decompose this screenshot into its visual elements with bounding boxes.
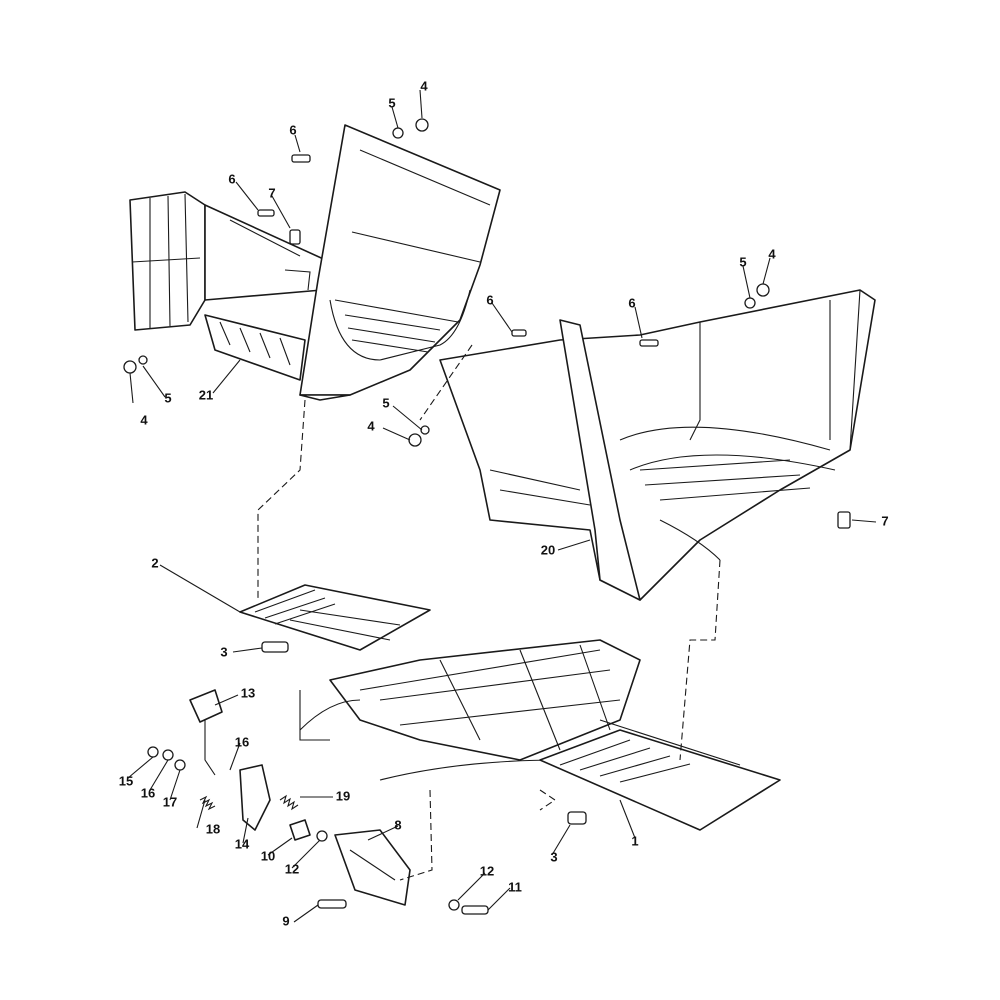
callout-15: 15 <box>119 773 133 788</box>
callout-4-left: 4 <box>140 412 148 427</box>
callout-5-top: 5 <box>388 95 395 110</box>
callout-12-left: 12 <box>285 861 299 876</box>
callout-19: 19 <box>336 788 350 803</box>
callout-16-right: 16 <box>235 734 249 749</box>
callout-7-left: 7 <box>268 185 275 200</box>
callout-6-mid: 6 <box>486 292 493 307</box>
callout-17: 17 <box>163 794 177 809</box>
foot-board-left <box>239 584 431 651</box>
callout-2: 2 <box>151 555 158 570</box>
callout-20: 20 <box>541 542 555 557</box>
callout-5-right: 5 <box>739 254 746 269</box>
callout-14: 14 <box>235 836 250 851</box>
callout-10: 10 <box>261 848 275 863</box>
vehicle-frame <box>299 639 641 781</box>
callout-6-top: 6 <box>289 122 296 137</box>
callout-6-left: 6 <box>228 171 235 186</box>
callout-4-right: 4 <box>768 246 776 261</box>
callout-16-left: 16 <box>141 785 155 800</box>
callout-1: 1 <box>631 833 638 848</box>
callout-8: 8 <box>394 817 401 832</box>
callout-4-top: 4 <box>420 78 428 93</box>
callout-18: 18 <box>206 821 220 836</box>
callout-5-mid: 5 <box>382 395 389 410</box>
callout-3-lower: 3 <box>550 849 557 864</box>
foot-board-right <box>539 719 781 831</box>
right-footrest-panel <box>439 289 876 601</box>
left-footrest-panel <box>129 124 501 401</box>
callout-12-right: 12 <box>480 863 494 878</box>
callout-9: 9 <box>282 913 289 928</box>
callout-21: 21 <box>199 387 213 402</box>
callout-13: 13 <box>241 685 255 700</box>
callout-5-left: 5 <box>164 390 171 405</box>
callout-6-right: 6 <box>628 295 635 310</box>
assembly-lines <box>257 344 721 881</box>
callout-7-right: 7 <box>881 513 888 528</box>
callout-3-upper: 3 <box>220 644 227 659</box>
callout-4-mid: 4 <box>367 418 375 433</box>
callout-11: 11 <box>508 879 522 894</box>
leader-lines <box>127 89 877 923</box>
callout-labels: 1 2 3 3 4 4 4 4 5 5 5 5 6 6 6 6 7 7 8 9 … <box>119 78 889 928</box>
brake-pedal-assembly <box>189 689 411 906</box>
